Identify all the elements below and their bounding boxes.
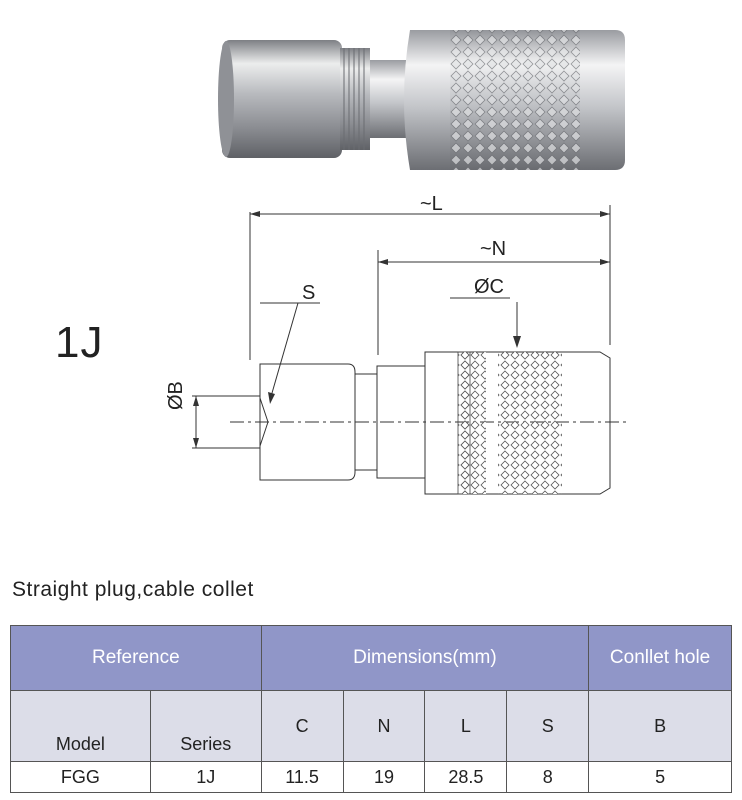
series-code-label: 1J (55, 318, 104, 367)
header-reference: Reference (10, 625, 262, 691)
dimension-label-b: ØB (165, 381, 187, 410)
specification-table: Reference Dimensions(mm) Conllet hole Mo… (10, 625, 732, 793)
header-dimensions: Dimensions(mm) (260, 625, 590, 691)
dimension-label-l: ~L (420, 193, 443, 215)
table-column-header-row: Model Series C N L S B (10, 690, 732, 762)
column-l: L (424, 690, 508, 762)
connector-photo (218, 30, 625, 170)
cell-c: 11.5 (260, 761, 344, 793)
dimension-label-c: ØC (474, 276, 504, 298)
column-n: N (342, 690, 426, 762)
table-group-header-row: Reference Dimensions(mm) Conllet hole (10, 625, 732, 691)
column-b: B (588, 690, 732, 762)
section-title: Straight plug,cable collet (12, 578, 254, 601)
cell-l: 28.5 (424, 761, 508, 793)
cell-model: FGG (10, 761, 151, 793)
column-series: Series (149, 690, 262, 762)
header-collet-hole: Conllet hole (588, 625, 732, 691)
column-model: Model (10, 690, 151, 762)
cell-series: 1J (149, 761, 262, 793)
dimension-label-s: S (302, 282, 316, 304)
column-s: S (506, 690, 590, 762)
technical-drawing (192, 205, 630, 495)
cell-b: 5 (588, 761, 732, 793)
cell-n: 19 (342, 761, 426, 793)
cell-s: 8 (506, 761, 590, 793)
dimension-label-n: ~N (480, 238, 507, 260)
column-c: C (260, 690, 344, 762)
table-row: FGG 1J 11.5 19 28.5 8 5 (10, 761, 732, 793)
